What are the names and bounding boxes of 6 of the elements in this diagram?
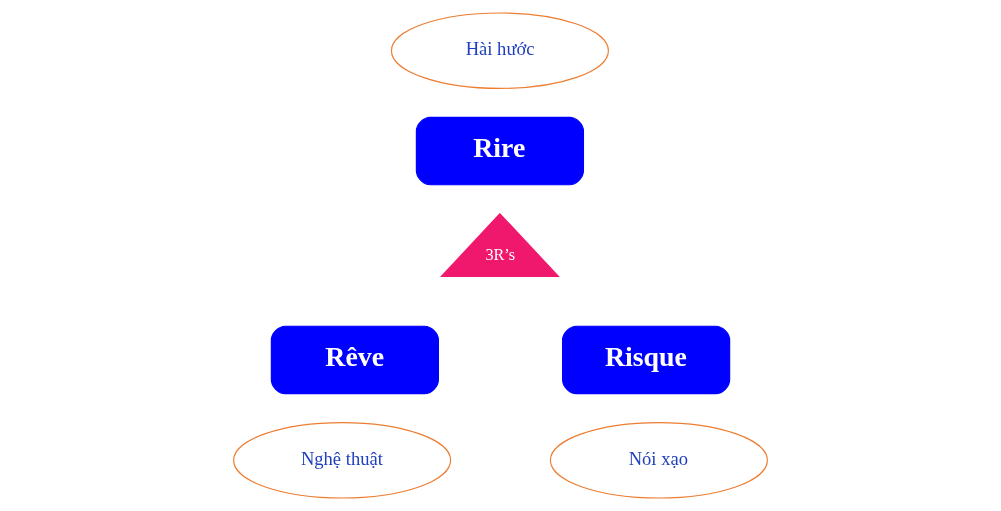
node-ellipse: Hài hước (390, 12, 609, 89)
node-ellipse: Nói xạo (549, 422, 768, 499)
node-ellipse: Nghệ thuật (233, 422, 452, 499)
node-box: Risque (562, 325, 731, 395)
node-box: Rire (415, 116, 585, 186)
node-box: Rêve (270, 325, 439, 395)
